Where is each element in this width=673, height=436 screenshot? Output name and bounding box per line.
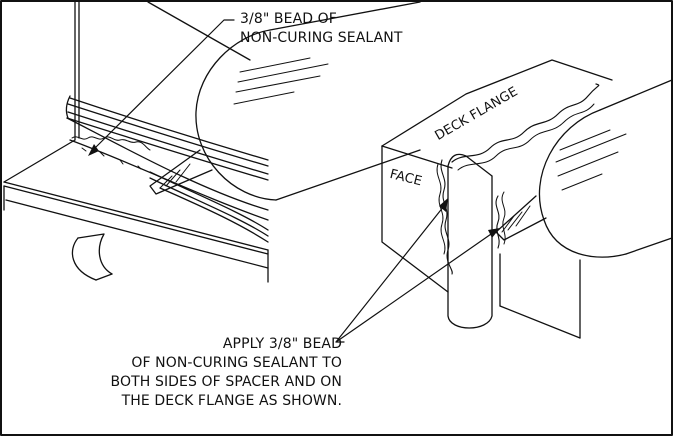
right-caulk-tube	[495, 79, 673, 258]
callout-bottom-line3: BOTH SIDES OF SPACER AND ON	[110, 374, 342, 390]
left-caulk-tube	[149, 1, 421, 201]
callout-bottom-line2: OF NON-CURING SEALANT TO	[131, 355, 342, 371]
right-detail	[335, 59, 673, 343]
callout-bottom-line4: THE DECK FLANGE AS SHOWN.	[121, 393, 342, 409]
left-detail	[3, 1, 421, 283]
callout-top-line2: NON-CURING SEALANT	[240, 30, 403, 46]
callout-top-line1: 3/8" BEAD OF	[240, 11, 337, 27]
callout-bottom-line1: APPLY 3/8" BEAD	[222, 336, 342, 352]
